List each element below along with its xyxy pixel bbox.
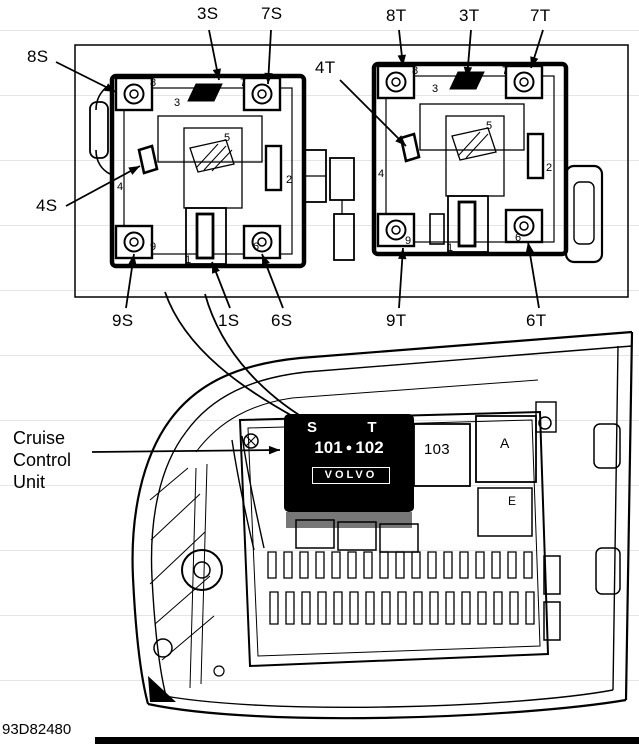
pin-number: 5	[224, 132, 230, 144]
volvo-brand-badge: VOLVO	[312, 467, 390, 484]
arrowhead-icon	[397, 54, 406, 66]
connector-t-drawing	[371, 61, 604, 264]
pin-3s-slot	[187, 83, 223, 102]
callout-8s: 8S	[27, 47, 49, 66]
pin-number: 3	[432, 83, 438, 95]
pin-number: 8	[412, 65, 418, 77]
arrowhead-icon	[268, 445, 280, 455]
callout-1s: 1S	[218, 311, 240, 330]
callout-9s: 9S	[112, 311, 134, 330]
cruise-control-unit-label: Cruise Control Unit	[13, 427, 71, 493]
pin-number: 4	[117, 181, 123, 193]
arrowhead-icon	[128, 166, 140, 175]
pin-4t-slot	[399, 132, 421, 163]
pin-1s-slot	[195, 212, 215, 260]
fuse-slots	[267, 551, 561, 641]
arrowhead-icon	[212, 262, 220, 274]
arrowhead-icon	[463, 66, 473, 78]
pin-3t-slot	[449, 71, 485, 90]
slot-103-label: 103	[424, 441, 450, 458]
arrowhead-icon	[395, 135, 406, 146]
legend-box	[74, 44, 629, 298]
arrow-cruise-unit	[91, 449, 281, 453]
callout-4t: 4T	[315, 58, 336, 77]
document-code: 93D82480	[2, 721, 72, 738]
callout-3t: 3T	[459, 6, 480, 25]
pin-number: 2	[286, 174, 292, 186]
arrowhead-icon	[398, 248, 407, 260]
callout-6s: 6S	[271, 311, 293, 330]
arrowhead-icon	[212, 68, 221, 80]
pin-number: 2	[546, 162, 552, 174]
relay-number-102: 102	[355, 438, 384, 457]
pin-4s-slot	[137, 144, 159, 175]
pin-numbers: 8 3 7 5 2 4 1 6 9 8 3 7 5 2 4 1 6 9	[117, 65, 552, 266]
pin-number: 6	[515, 232, 521, 244]
pin-number: 1	[185, 254, 191, 266]
arrowhead-icon	[104, 83, 116, 92]
cruise-relay-body	[284, 414, 414, 528]
slot-e-label: E	[508, 494, 517, 508]
leader-wires	[164, 291, 315, 425]
callout-6t: 6T	[526, 311, 547, 330]
arrow-4s	[65, 165, 141, 207]
arrow-8s	[55, 61, 117, 93]
callout-9t: 9T	[386, 311, 407, 330]
arrowhead-icon	[128, 254, 137, 266]
arrowhead-icon	[262, 254, 270, 266]
callout-4s: 4S	[36, 196, 58, 215]
fuse-row-1	[267, 551, 533, 579]
pin-number: 8	[150, 77, 156, 89]
pin-number: 6	[253, 241, 259, 253]
arrowhead-icon	[525, 242, 534, 254]
slot-a-label: A	[500, 435, 510, 451]
pin-number: 4	[378, 168, 384, 180]
mounting-brackets	[329, 157, 355, 261]
arrowhead-icon	[530, 56, 539, 68]
panel-details	[148, 401, 621, 702]
relay-terminal-numbers: 101 ● 102	[288, 438, 410, 458]
pin-1t-slot	[457, 200, 477, 248]
pin-2s-slot	[264, 144, 283, 192]
callout-7t: 7T	[530, 6, 551, 25]
callout-3s: 3S	[197, 4, 219, 23]
pin-number: 7	[240, 77, 246, 89]
relay-column-s-label: S	[306, 419, 317, 436]
relay-dot-icon: ●	[345, 442, 353, 454]
relay-number-101: 101	[314, 438, 343, 457]
cruise-label-line3: Unit	[13, 472, 46, 492]
callout-7s: 7S	[261, 4, 283, 23]
panel-outline	[131, 330, 634, 720]
callout-8t: 8T	[386, 6, 407, 25]
arrow-4t	[339, 79, 407, 147]
cruise-label-line1: Cruise	[13, 428, 66, 448]
pin-number: 3	[174, 97, 180, 109]
connector-s-drawing	[89, 73, 327, 269]
arrow-6t	[527, 241, 540, 309]
pin-2t-slot	[526, 132, 545, 180]
cruise-label-line2: Control	[13, 450, 72, 470]
arrowhead-icon	[264, 72, 273, 84]
bottom-divider-bar	[95, 737, 639, 744]
relay-column-t-label: T	[367, 419, 377, 436]
pin-number: 9	[150, 241, 156, 253]
pin-number: 9	[405, 235, 411, 247]
fuse-box-outline	[238, 410, 550, 668]
pin-number: 5	[486, 120, 492, 132]
fuse-row-2	[269, 591, 535, 625]
pin-number: 7	[502, 65, 508, 77]
pin-number: 1	[447, 242, 453, 254]
